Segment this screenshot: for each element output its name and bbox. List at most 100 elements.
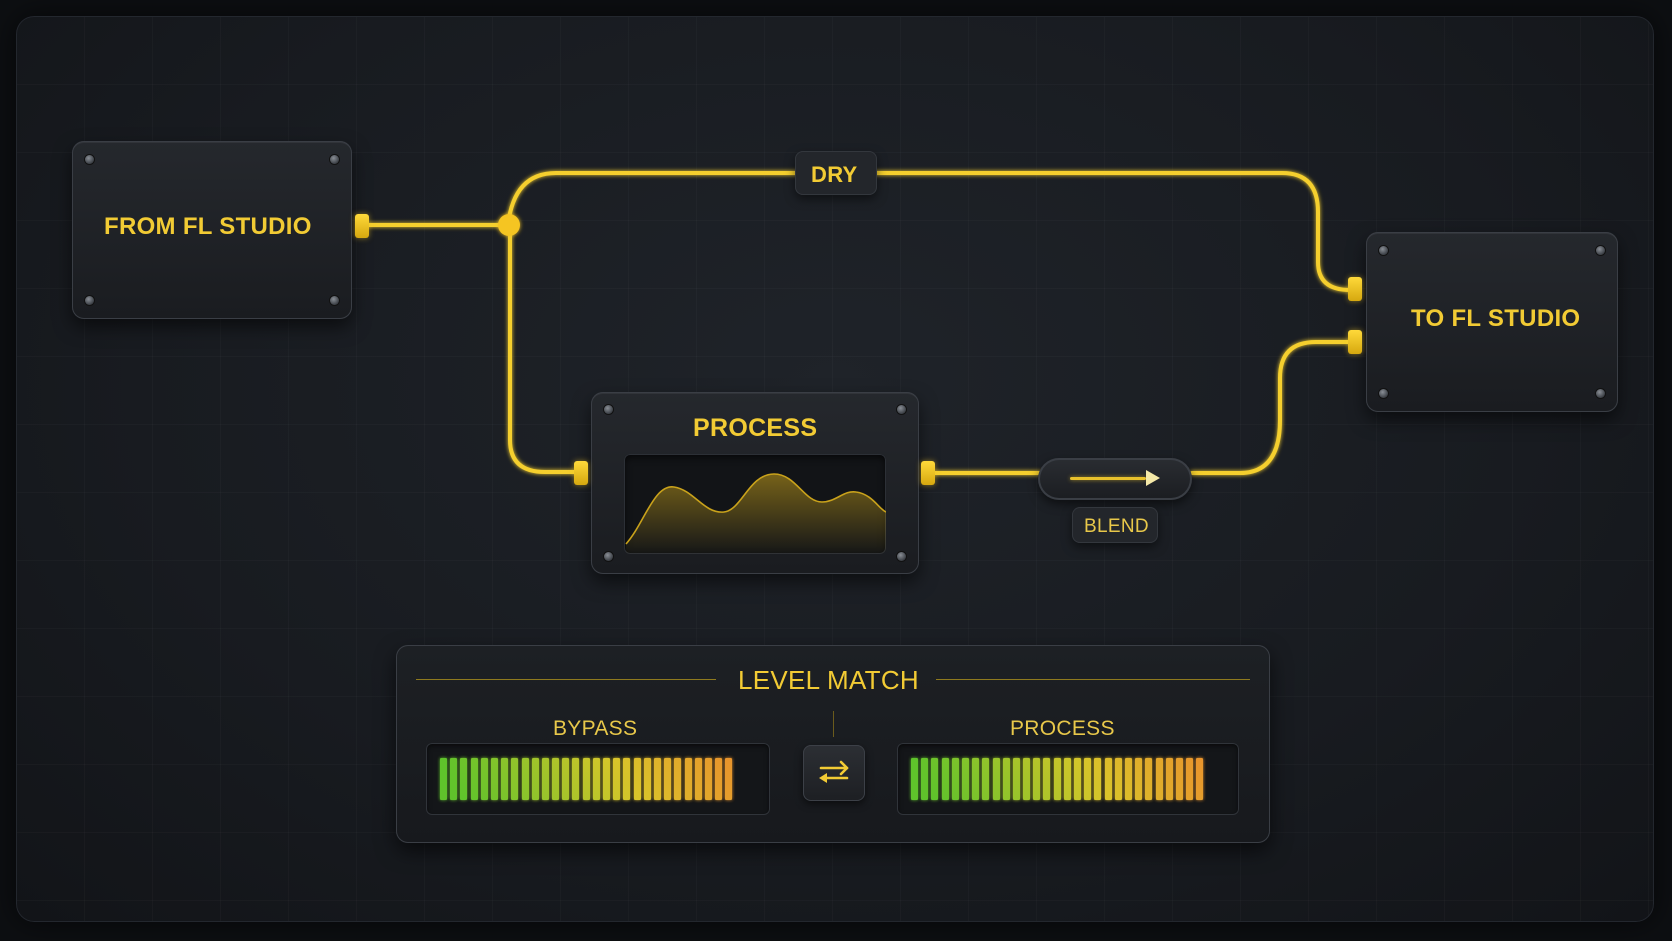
waveform-icon <box>625 473 886 554</box>
destination-dry-input-port[interactable] <box>1348 277 1362 301</box>
meter-segment <box>1155 758 1163 800</box>
process-input-port[interactable] <box>574 461 588 485</box>
process-level-meter <box>897 743 1239 815</box>
swap-button[interactable] <box>803 745 865 801</box>
meter-segment <box>653 758 661 800</box>
meter-segment <box>603 758 610 800</box>
meter-segment <box>633 758 641 800</box>
meter-segment <box>684 758 692 800</box>
meter-segment <box>1012 758 1020 800</box>
screw <box>604 552 613 561</box>
meter-segment <box>725 758 733 800</box>
meter-segment <box>694 758 702 800</box>
level-match-panel: LEVEL MATCH BYPASS PROCESS <box>396 645 1270 843</box>
meter-segment <box>1043 758 1051 800</box>
destination-node[interactable]: TO FL STUDIO <box>1366 232 1618 412</box>
meter-segment <box>941 758 949 800</box>
screw <box>1379 246 1388 255</box>
source-output-port[interactable] <box>355 214 369 238</box>
meter-segment <box>715 758 723 800</box>
meter-segment <box>531 758 539 800</box>
destination-wet-input-port[interactable] <box>1348 330 1362 354</box>
split-junction <box>498 214 520 236</box>
meter-segment <box>552 758 560 800</box>
blend-slider-track <box>1070 477 1146 480</box>
meter-segment <box>1186 758 1194 800</box>
meter-segment <box>1023 758 1031 800</box>
meter-segment <box>1124 758 1132 800</box>
meter-segment <box>982 758 990 800</box>
wire-to-process <box>508 223 578 474</box>
meter-segment <box>511 758 519 800</box>
meter-segment <box>664 758 672 800</box>
meter-segment <box>674 758 682 800</box>
dry-path-tag: DRY <box>795 151 877 195</box>
meter-segment <box>592 758 600 800</box>
bypass-level-meter <box>426 743 770 815</box>
meter-segment <box>1165 758 1173 800</box>
meter-segment <box>1114 758 1122 800</box>
center-divider <box>833 711 834 737</box>
meter-segment <box>992 758 1000 800</box>
meter-segment <box>490 758 498 800</box>
meter-segment <box>470 758 478 800</box>
screw <box>1596 246 1605 255</box>
process-node[interactable]: PROCESS <box>591 392 919 574</box>
process-output-port[interactable] <box>921 461 935 485</box>
screw <box>1379 389 1388 398</box>
meter-segment <box>1063 758 1071 800</box>
meter-segment <box>613 758 621 800</box>
screw <box>1596 389 1605 398</box>
screw <box>330 155 339 164</box>
title-divider-left <box>416 679 716 680</box>
meter-segment <box>911 758 918 800</box>
meter-segment <box>440 758 447 800</box>
meter-segment <box>1175 758 1183 800</box>
blend-slider[interactable] <box>1038 458 1192 500</box>
destination-node-label: TO FL STUDIO <box>1411 305 1581 332</box>
blend-tag: BLEND <box>1072 507 1158 543</box>
meter-segment <box>1053 758 1061 800</box>
meter-segment <box>460 758 468 800</box>
play-triangle-icon <box>1146 470 1160 486</box>
screw <box>604 405 613 414</box>
meter-segment <box>1094 758 1102 800</box>
screw <box>897 405 906 414</box>
meter-segment <box>931 758 939 800</box>
screw <box>330 296 339 305</box>
meter-segment <box>572 758 580 800</box>
meter-segment <box>623 758 631 800</box>
screw <box>85 296 94 305</box>
meter-segment <box>450 758 458 800</box>
screw <box>85 155 94 164</box>
meter-segment <box>1084 758 1092 800</box>
meter-segment <box>951 758 959 800</box>
meter-segment <box>1104 758 1112 800</box>
source-node-label: FROM FL STUDIO <box>104 213 312 240</box>
meter-segment <box>921 758 929 800</box>
process-node-label: PROCESS <box>693 414 818 442</box>
meter-segment <box>562 758 570 800</box>
screw <box>897 552 906 561</box>
meter-segment <box>582 758 590 800</box>
level-match-title: LEVEL MATCH <box>738 665 920 695</box>
meter-segment <box>541 758 549 800</box>
meter-segment <box>1002 758 1010 800</box>
source-node[interactable]: FROM FL STUDIO <box>72 141 352 319</box>
title-divider-right <box>936 679 1250 680</box>
wire-dry-path <box>506 171 1352 292</box>
meter-segment <box>1074 758 1081 800</box>
process-meter-label: PROCESS <box>1010 717 1115 740</box>
process-waveform-display <box>624 454 886 554</box>
meter-segment <box>1145 758 1153 800</box>
meter-segment <box>704 758 712 800</box>
meter-segment <box>1196 758 1204 800</box>
dry-label: DRY <box>811 162 858 187</box>
meter-segment <box>1033 758 1041 800</box>
bypass-meter-label: BYPASS <box>553 717 638 740</box>
meter-segment <box>501 758 509 800</box>
meter-segment <box>1135 758 1143 800</box>
meter-segment <box>972 758 980 800</box>
meter-segment <box>961 758 969 800</box>
